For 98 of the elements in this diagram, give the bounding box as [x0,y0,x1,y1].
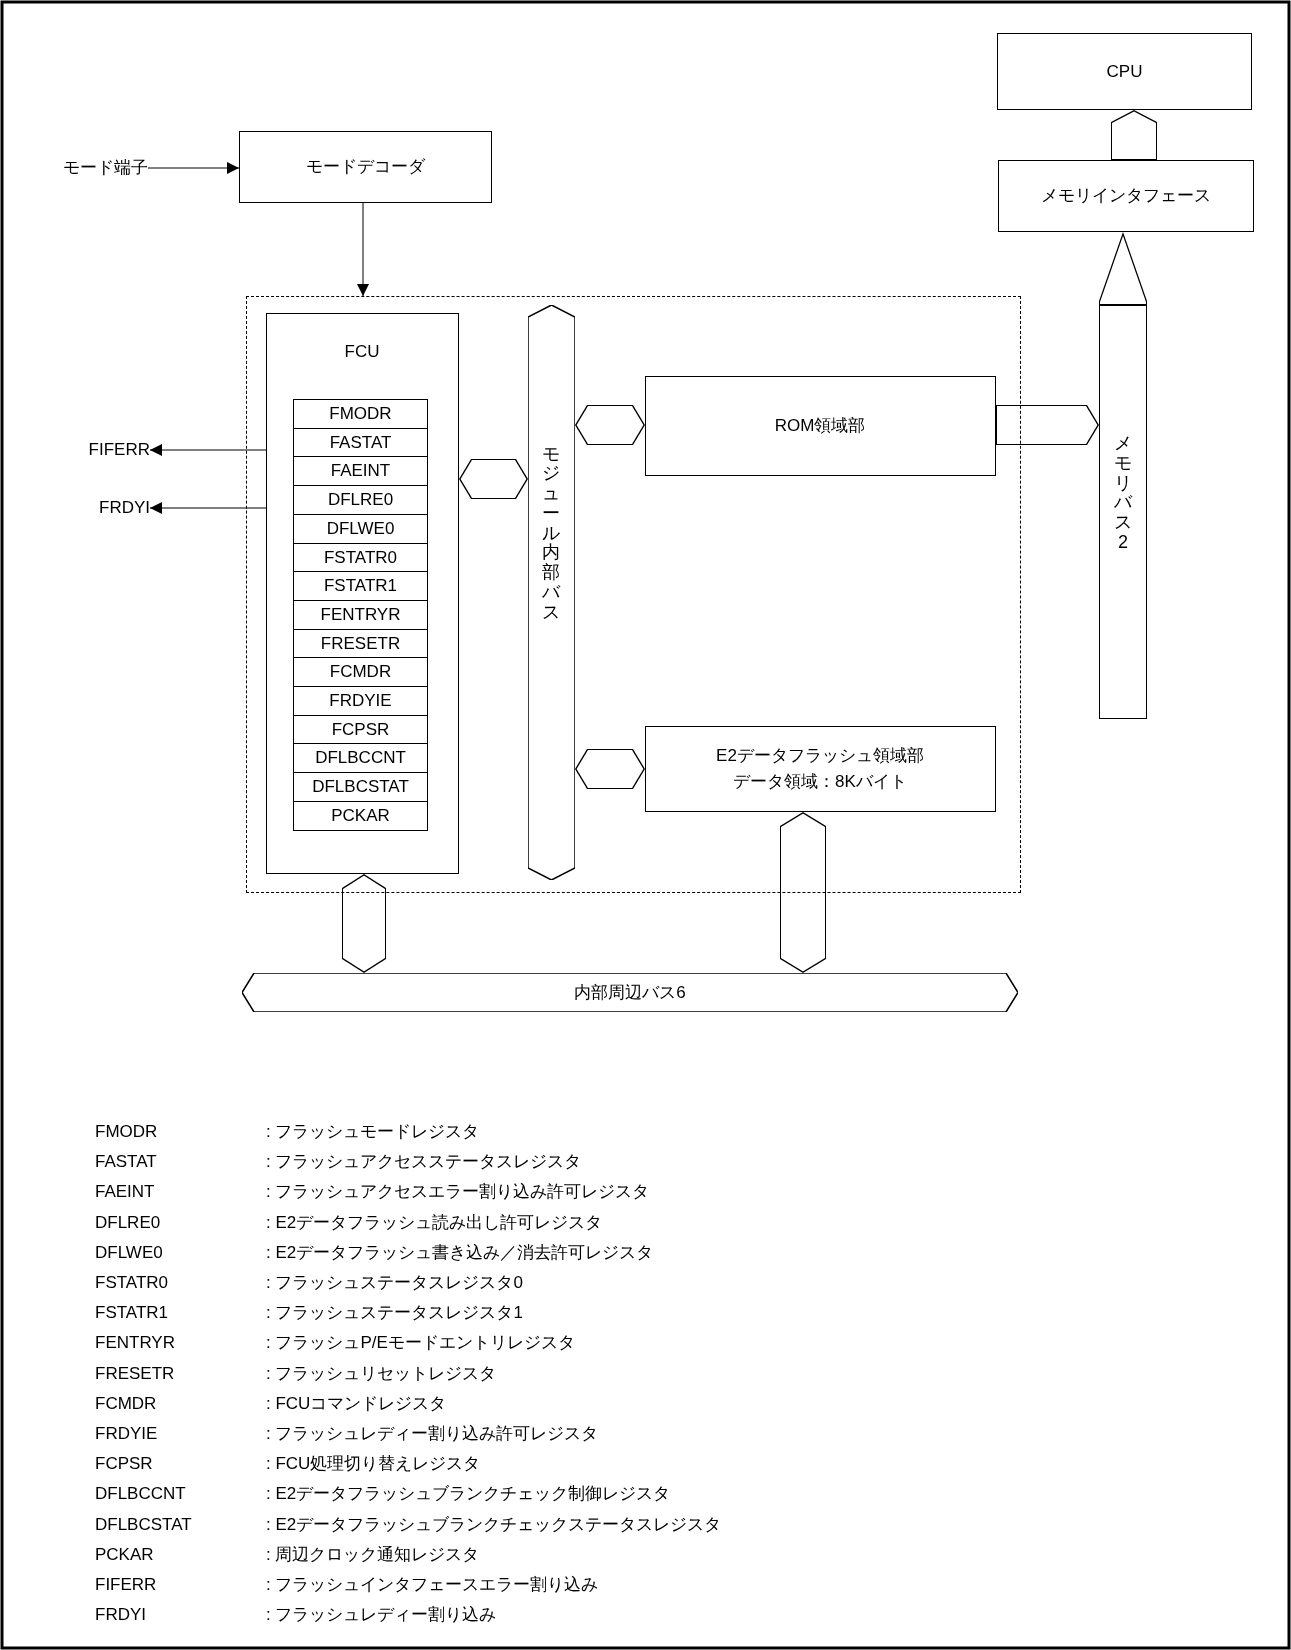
bus-shape [527,304,575,880]
register-cell [293,772,428,803]
register-name: FSTATR0 [323,547,397,568]
fcu-box [265,312,459,874]
register-cell [293,714,428,745]
register-description: : E2データフラッシュ書き込み／消去許可レジスタ [266,1241,654,1264]
block-box [644,725,996,812]
register-name: FASTAT [329,432,392,453]
register-description: : フラッシュリセットレジスタ [266,1362,497,1385]
bus-label: 内部周辺バス6 [574,982,686,1004]
register-abbreviation: FIFERR [95,1574,157,1596]
register-cell [293,542,428,573]
block-box [644,375,996,476]
register-abbreviation: FSTATR1 [95,1302,169,1325]
block-box [997,33,1252,110]
bus-shape [1099,305,1147,719]
register-abbreviation: FSTATR0 [95,1272,169,1294]
register-cell [293,800,428,831]
register-description: : フラッシュステータスレジスタ1 [266,1302,523,1325]
block-label: FCU [344,341,380,362]
bus-arrow [780,812,826,973]
register-abbreviation: FCPSR [95,1453,153,1476]
signal-label: FIFERR [50,438,150,462]
register-cell [293,485,428,516]
bus-arrow [1111,110,1157,160]
register-description: : フラッシュアクセスエラー割り込み許可レジスタ [266,1181,650,1204]
register-name: DFLWE0 [326,518,395,539]
arrow [149,502,267,514]
register-description: : E2データフラッシュブランクチェックステータスレジスタ [266,1513,722,1536]
register-abbreviation: FCMDR [95,1392,157,1415]
register-abbreviation: FASTAT [95,1151,157,1174]
register-abbreviation: FAEINT [95,1181,155,1204]
arrow [147,162,240,174]
register-description: : フラッシュモードレジスタ [266,1121,480,1143]
register-description: : 周辺クロック通知レジスタ [266,1543,480,1566]
block-label: ROM領域部 [774,414,866,437]
register-description: : E2データフラッシュ読み出し許可レジスタ [266,1211,603,1234]
register-cell [293,399,428,430]
register-abbreviation: DFLBCCNT [95,1483,186,1506]
signal-label: モード端子 [40,156,148,180]
bus-arrow [575,749,645,789]
register-abbreviation: FENTRYR [95,1332,175,1355]
arrow [149,444,267,456]
block-label: モードデコーダ [306,156,425,179]
register-name: DFLBCSTAT [312,777,409,798]
arrow [357,202,369,297]
register-abbreviation: FMODR [95,1121,158,1143]
register-cell [293,513,428,544]
register-abbreviation: PCKAR [95,1543,154,1566]
register-cell [293,743,428,774]
register-cell [293,427,428,458]
register-description: : フラッシュレディー割り込み許可レジスタ [266,1423,599,1445]
register-description: : フラッシュレディー割り込み [266,1604,497,1627]
register-name: FRESETR [320,633,401,654]
register-name: DFLRE0 [327,490,394,511]
block-label: メモリインタフェース [1041,185,1211,208]
register-name: FAEINT [330,461,391,482]
register-description: : フラッシュアクセスステータスレジスタ [266,1151,582,1174]
bus-label: メモリバス2 [1114,434,1132,553]
block-box [998,160,1254,232]
block-label: データ領域：8Kバイト [733,770,907,793]
register-abbreviation: DFLBCSTAT [95,1513,192,1536]
register-description: : フラッシュP/Eモードエントリレジスタ [266,1332,575,1355]
bus-arrow [575,405,645,445]
register-name: FMODR [329,404,392,425]
register-cell [293,686,428,717]
register-name: FSTATR1 [323,576,397,597]
register-abbreviation: FRESETR [95,1362,175,1385]
register-cell [293,657,428,688]
register-abbreviation: FRDYIE [95,1423,158,1445]
bus-arrow [996,405,1099,445]
register-description: : FCU処理切り替えレジスタ [266,1453,481,1476]
bus-shape [242,973,1018,1012]
register-name: FRDYIE [329,691,392,712]
register-abbreviation: FRDYI [95,1604,146,1627]
register-name: FENTRYR [320,605,401,625]
dashed-boundary [246,296,1021,893]
register-description: : E2データフラッシュブランクチェック制御レジスタ [266,1483,671,1506]
register-description: : フラッシュステータスレジスタ0 [266,1272,523,1294]
register-cell [293,456,428,487]
register-name: FCMDR [329,662,392,683]
signal-label: FRDYI [50,496,150,520]
register-cell [293,628,428,659]
bus-arrow [1099,232,1147,305]
register-description: : FCUコマンドレジスタ [266,1392,447,1415]
register-cell [293,571,428,602]
block-label: CPU [1106,60,1143,83]
register-abbreviation: DFLRE0 [95,1211,161,1234]
bus-label: モジュール内部バス [542,444,560,623]
bus-arrow [342,874,386,973]
register-description: : フラッシュインタフェースエラー割り込み [266,1574,599,1596]
block-box [239,131,492,203]
register-name: FCPSR [331,719,390,740]
register-name: DFLBCCNT [315,748,406,769]
bus-arrow [459,459,528,499]
register-name: PCKAR [331,805,390,826]
register-abbreviation: DFLWE0 [95,1241,163,1264]
block-label: E2データフラッシュ領域部 [716,745,924,767]
